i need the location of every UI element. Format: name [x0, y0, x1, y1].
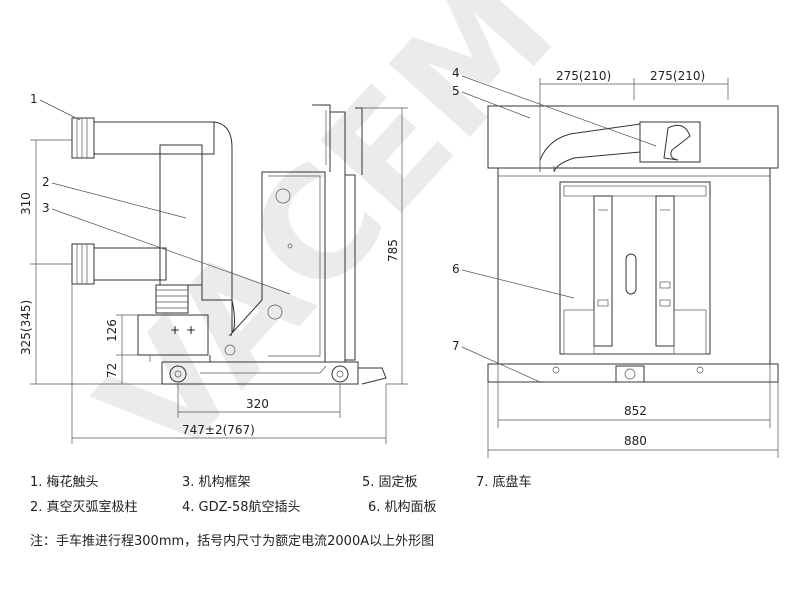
- side-view: + +: [19, 92, 408, 444]
- lower-contact: [71, 243, 167, 285]
- svg-text:275(210): 275(210): [556, 69, 611, 83]
- legend-item-2: 2. 真空灭弧室极柱: [30, 500, 138, 515]
- side-dimensions: 310 325(345) 126 72 785 320: [19, 107, 408, 444]
- legend-item-7: 7. 底盘车: [476, 475, 532, 490]
- front-callouts: 4 5 6 7: [452, 66, 657, 383]
- svg-text:+: +: [170, 323, 180, 337]
- svg-text:785: 785: [386, 239, 400, 262]
- svg-text:320: 320: [246, 397, 269, 411]
- legend-item-3: 3. 机构框架: [182, 475, 251, 490]
- insulator-block: + +: [137, 314, 209, 362]
- svg-text:1: 1: [30, 92, 38, 106]
- front-plate: [312, 104, 363, 362]
- svg-text:880: 880: [624, 434, 647, 448]
- upper-contact: [71, 117, 215, 159]
- side-chassis: [161, 361, 387, 385]
- vacuum-pole: [155, 121, 236, 336]
- svg-text:2: 2: [42, 175, 50, 189]
- svg-text:126: 126: [105, 319, 119, 342]
- svg-text:852: 852: [624, 404, 647, 418]
- front-dimensions: 275(210) 275(210) 852 880: [487, 69, 779, 458]
- cabinet-body: [497, 167, 771, 365]
- legend-item-4: 4. GDZ-58航空插头: [182, 500, 301, 515]
- svg-text:6: 6: [452, 262, 460, 276]
- front-view: 275(210) 275(210) 852 880 4 5 6 7: [452, 66, 779, 458]
- svg-text:72: 72: [105, 363, 119, 378]
- legend-item-5: 5. 固定板: [362, 475, 418, 490]
- legend-item-1: 1. 梅花触头: [30, 475, 99, 490]
- svg-text:275(210): 275(210): [650, 69, 705, 83]
- svg-text:3: 3: [42, 201, 50, 215]
- svg-text:4: 4: [452, 66, 460, 80]
- svg-text:310: 310: [19, 192, 33, 215]
- footnote: 注：手车推进行程300mm，括号内尺寸为额定电流2000A以上外形图: [30, 534, 435, 549]
- aviation-plug: [539, 121, 701, 173]
- svg-text:+: +: [186, 323, 196, 337]
- svg-text:747±2(767): 747±2(767): [182, 423, 255, 437]
- mechanism-panel: [559, 181, 711, 355]
- legend-item-6: 6. 机构面板: [368, 500, 437, 515]
- svg-text:7: 7: [452, 339, 460, 353]
- front-chassis: [487, 363, 779, 383]
- svg-text:5: 5: [452, 84, 460, 98]
- svg-text:325(345): 325(345): [19, 300, 33, 355]
- side-callouts: 1 2 3: [30, 92, 291, 295]
